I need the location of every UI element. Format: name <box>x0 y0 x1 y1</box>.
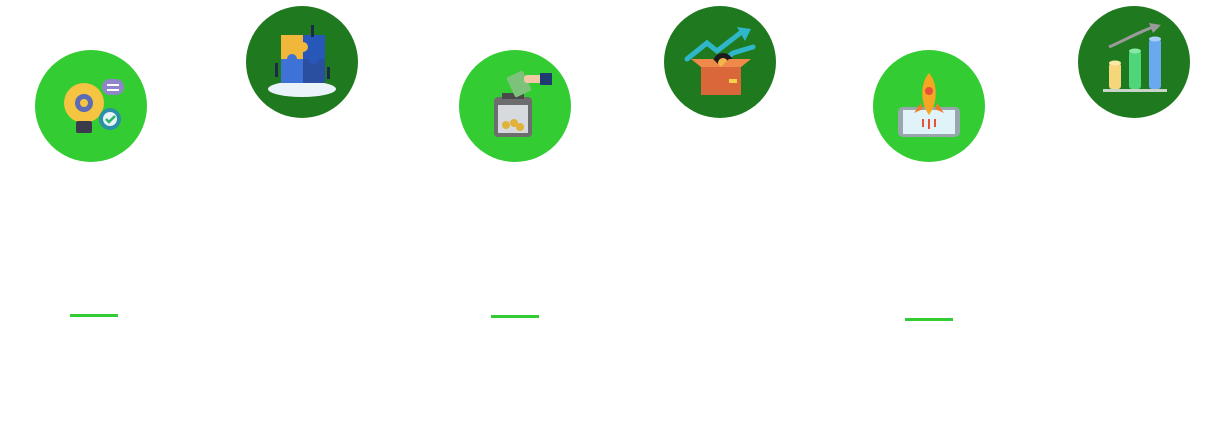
lightbulb-gear-icon <box>64 79 124 133</box>
step-2-circle <box>246 6 358 118</box>
step-6-circle <box>1078 6 1190 118</box>
step-3-circle <box>459 50 571 162</box>
growth-box-icon <box>684 27 756 95</box>
bar-chart-growth-icon <box>1103 23 1167 92</box>
step-1-underline <box>70 314 118 317</box>
step-5-underline <box>905 318 953 321</box>
step-4-circle <box>664 6 776 118</box>
money-box-icon <box>494 70 552 137</box>
step-5-circle <box>873 50 985 162</box>
puzzle-team-icon <box>268 25 336 97</box>
rocket-phone-icon <box>898 73 960 137</box>
step-1-circle <box>35 50 147 162</box>
step-3-underline <box>491 315 539 318</box>
